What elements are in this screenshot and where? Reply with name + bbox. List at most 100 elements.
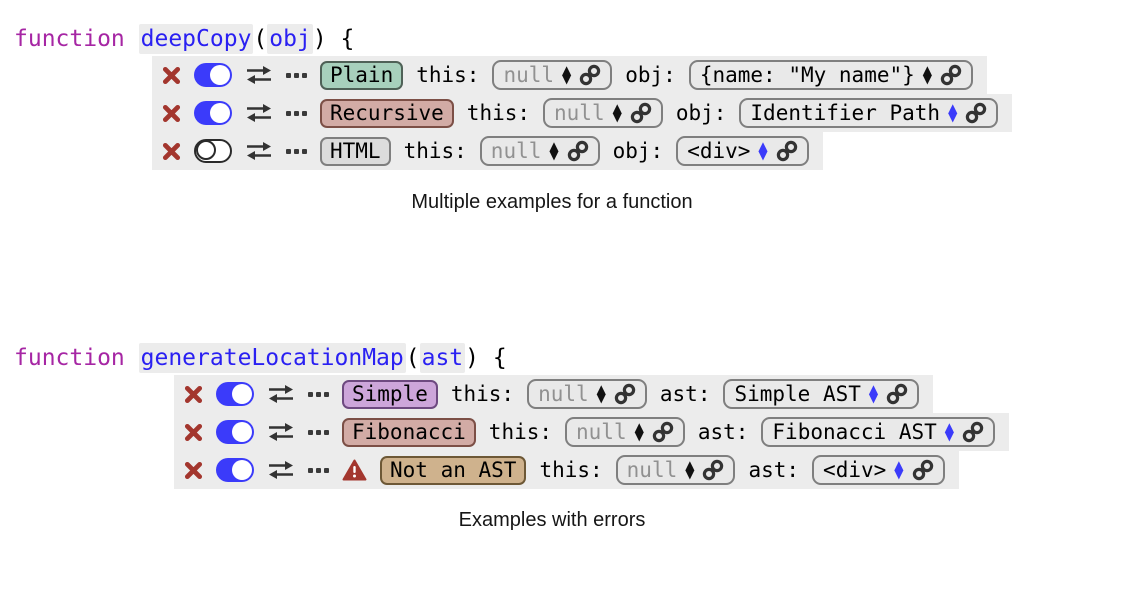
- up-down-stepper-icon[interactable]: ▲▼: [868, 382, 879, 405]
- arg-value-field[interactable]: Simple AST ▲▼: [723, 379, 920, 409]
- swap-arrows-icon[interactable]: [245, 141, 273, 161]
- paren-open: (: [405, 345, 420, 371]
- this-value: null: [576, 420, 627, 444]
- example-enabled-toggle[interactable]: [216, 458, 254, 482]
- this-value-field[interactable]: null ▲▼: [565, 417, 685, 447]
- function-name[interactable]: generateLocationMap: [138, 343, 406, 373]
- up-down-stepper-icon[interactable]: ▲▼: [549, 139, 559, 162]
- up-down-stepper-icon[interactable]: ▲▼: [944, 420, 955, 443]
- delete-example-icon[interactable]: [184, 423, 203, 442]
- this-value-field[interactable]: null ▲▼: [492, 60, 613, 90]
- arg-label: ast:: [748, 458, 800, 482]
- arg-value: <div>: [823, 458, 887, 482]
- this-value-field[interactable]: null ▲▼: [479, 136, 600, 166]
- paren-close-brace: ) {: [312, 26, 355, 52]
- more-options-icon[interactable]: [308, 391, 329, 397]
- section-caption: Multiple examples for a function: [411, 191, 693, 213]
- example-name-badge[interactable]: Simple: [342, 379, 438, 409]
- example-name-badge[interactable]: Recursive: [320, 98, 454, 128]
- arg-value-field[interactable]: {name: "My name"} ▲▼: [688, 60, 973, 90]
- swap-arrows-icon[interactable]: [267, 422, 295, 442]
- more-options-icon[interactable]: [286, 110, 307, 116]
- example-enabled-toggle[interactable]: [194, 63, 232, 87]
- chain-link-icon[interactable]: [652, 421, 674, 443]
- example-row-plain: Plain this: null ▲▼ obj: {name: "My name…: [152, 56, 987, 94]
- this-value-field[interactable]: null ▲▼: [527, 379, 647, 409]
- up-down-stepper-icon[interactable]: ▲▼: [612, 101, 622, 124]
- paren-close-brace: ) {: [465, 345, 507, 371]
- space: [125, 26, 139, 52]
- example-row-simple: Simple this: null ▲▼ ast: Simple AST ▲▼: [174, 375, 934, 413]
- chain-link-icon[interactable]: [940, 64, 962, 86]
- example-enabled-toggle[interactable]: [194, 101, 232, 125]
- this-label: this:: [488, 420, 553, 444]
- chain-link-icon[interactable]: [630, 102, 652, 124]
- up-down-stepper-icon[interactable]: ▲▼: [922, 63, 932, 86]
- arg-label: obj:: [612, 139, 664, 163]
- example-row-fibonacci: Fibonacci this: null ▲▼ ast: Fibonacci A…: [174, 413, 1010, 451]
- delete-example-icon[interactable]: [162, 66, 181, 85]
- keyword-function: function: [14, 26, 125, 52]
- chain-link-icon[interactable]: [702, 459, 724, 481]
- chain-link-icon[interactable]: [579, 64, 601, 86]
- section-generatelocationmap: function generateLocationMap(ast) { Simp…: [0, 343, 1147, 532]
- swap-arrows-icon[interactable]: [267, 384, 295, 404]
- example-name-badge[interactable]: Plain: [320, 60, 404, 90]
- example-name-badge[interactable]: HTML: [320, 136, 391, 166]
- example-name-badge[interactable]: Not an AST: [380, 455, 527, 485]
- this-label: this:: [539, 458, 603, 482]
- chain-link-icon[interactable]: [776, 140, 798, 162]
- up-down-stepper-icon[interactable]: ▲▼: [894, 458, 904, 481]
- up-down-stepper-icon[interactable]: ▲▼: [685, 458, 695, 481]
- more-options-icon[interactable]: [286, 72, 307, 78]
- this-value: null: [538, 382, 589, 406]
- param-name[interactable]: ast: [419, 343, 466, 373]
- chain-link-icon[interactable]: [886, 383, 908, 405]
- example-row-not-an-ast: Not an AST this: null ▲▼ ast: <div> ▲▼: [174, 451, 959, 489]
- up-down-stepper-icon[interactable]: ▲▼: [634, 420, 644, 443]
- swap-arrows-icon[interactable]: [267, 460, 295, 480]
- example-name-badge[interactable]: Fibonacci: [342, 417, 476, 447]
- error-triangle-icon: [342, 459, 367, 481]
- arg-value-field[interactable]: Identifier Path ▲▼: [739, 98, 999, 128]
- chain-link-icon[interactable]: [912, 459, 934, 481]
- toggle-knob: [232, 422, 252, 442]
- chain-link-icon[interactable]: [965, 102, 987, 124]
- this-value: null: [554, 101, 605, 125]
- chain-link-icon[interactable]: [962, 421, 984, 443]
- swap-arrows-icon[interactable]: [245, 103, 273, 123]
- more-options-icon[interactable]: [308, 467, 329, 473]
- swap-arrows-icon[interactable]: [245, 65, 273, 85]
- arg-label: ast:: [697, 420, 749, 444]
- toggle-knob: [196, 140, 216, 160]
- up-down-stepper-icon[interactable]: ▲▼: [562, 63, 572, 86]
- example-enabled-toggle[interactable]: [216, 382, 254, 406]
- delete-example-icon[interactable]: [162, 142, 181, 161]
- chain-link-icon[interactable]: [567, 140, 589, 162]
- delete-example-icon[interactable]: [184, 461, 203, 480]
- arg-value: <div>: [687, 139, 751, 163]
- function-name[interactable]: deepCopy: [138, 24, 254, 54]
- arg-value-field[interactable]: Fibonacci AST ▲▼: [761, 417, 996, 447]
- up-down-stepper-icon[interactable]: ▲▼: [758, 139, 768, 162]
- example-enabled-toggle[interactable]: [194, 139, 232, 163]
- this-label: this:: [466, 101, 531, 125]
- more-options-icon[interactable]: [286, 148, 307, 154]
- this-value-field[interactable]: null ▲▼: [615, 455, 736, 485]
- delete-example-icon[interactable]: [162, 104, 181, 123]
- param-name[interactable]: obj: [267, 24, 313, 54]
- arg-value-field[interactable]: <div> ▲▼: [812, 455, 945, 485]
- example-rows: Plain this: null ▲▼ obj: {name: "My name…: [152, 56, 1147, 170]
- arg-value: {name: "My name"}: [699, 63, 915, 87]
- chain-link-icon[interactable]: [614, 383, 636, 405]
- up-down-stepper-icon[interactable]: ▲▼: [596, 382, 606, 405]
- arg-value-field[interactable]: <div> ▲▼: [676, 136, 809, 166]
- arg-label: ast:: [659, 382, 711, 406]
- this-label: this:: [403, 139, 467, 163]
- delete-example-icon[interactable]: [184, 385, 203, 404]
- example-rows: Simple this: null ▲▼ ast: Simple AST ▲▼: [174, 375, 1147, 489]
- more-options-icon[interactable]: [308, 429, 329, 435]
- this-value-field[interactable]: null ▲▼: [543, 98, 663, 128]
- up-down-stepper-icon[interactable]: ▲▼: [948, 101, 958, 124]
- example-enabled-toggle[interactable]: [216, 420, 254, 444]
